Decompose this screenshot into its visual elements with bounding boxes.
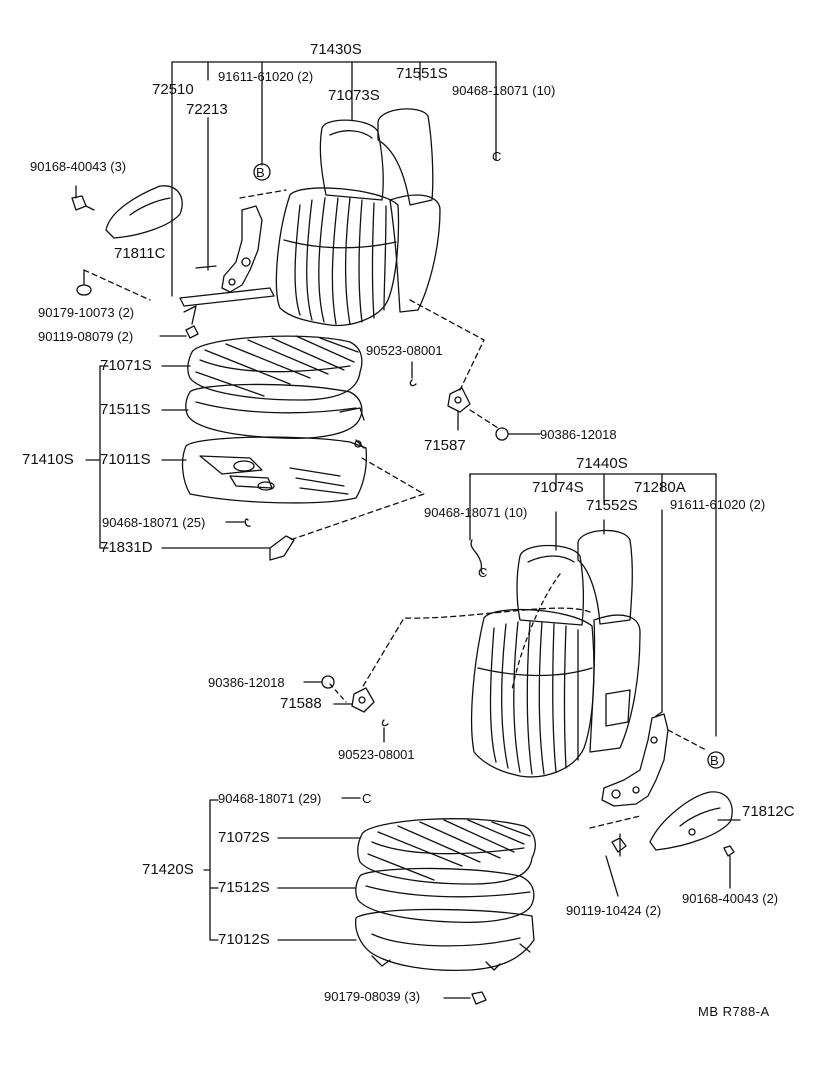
- marker-b-bottom: B: [710, 753, 719, 768]
- label-71073s: 71073S: [328, 87, 380, 104]
- label-90119-08079: 90119-08079 (2): [38, 329, 134, 344]
- label-71831d: 71831D: [100, 539, 153, 556]
- marker-b-circle-bottom: [707, 751, 725, 769]
- bracket-71430s: [171, 61, 497, 297]
- knob-71812c: [649, 791, 741, 889]
- label-90468-10-mid: 90468-18071 (10): [424, 505, 528, 520]
- label-91611-mid: 91611-61020 (2): [670, 497, 766, 512]
- label-71011s: 71011S: [100, 451, 151, 468]
- bracket-71588: [303, 675, 389, 743]
- label-90386-right: 90386-12018: [540, 427, 617, 442]
- fastener-bottom: [443, 991, 487, 1005]
- label-71587: 71587: [424, 437, 466, 454]
- seat-cushion-right: [354, 818, 536, 971]
- label-72213: 72213: [186, 101, 228, 118]
- label-71588: 71588: [280, 695, 322, 712]
- label-71552s: 71552S: [586, 497, 638, 514]
- label-91611-top: 91611-61020 (2): [218, 69, 314, 84]
- label-71012s: 71012S: [218, 931, 270, 948]
- seat-back-lower: [470, 529, 641, 778]
- label-90179-10073: 90179-10073 (2): [38, 305, 135, 320]
- bracket-71440s: [469, 473, 717, 737]
- label-71072s: 71072S: [218, 829, 270, 846]
- label-90523-bottom: 90523-08001: [338, 747, 415, 762]
- label-90179-08039: 90179-08039 (3): [324, 989, 421, 1004]
- label-71430s: 71430S: [310, 41, 362, 58]
- leader-71280a: [655, 711, 663, 717]
- label-71511s: 71511S: [100, 401, 151, 418]
- label-72510: 72510: [152, 81, 194, 98]
- diagram-code: MB R788-A: [698, 1004, 770, 1019]
- label-90386-left: 90386-12018: [208, 675, 285, 690]
- label-90523-top: 90523-08001: [366, 343, 443, 358]
- clip-c-bottom: C: [362, 791, 372, 806]
- label-71811c: 71811C: [114, 245, 166, 262]
- clip-c-top: C: [492, 149, 502, 164]
- label-71074s: 71074S: [532, 479, 584, 496]
- recliner-lower-right: [589, 713, 707, 857]
- seat-cushion-left: [181, 335, 425, 541]
- bracket-71420s: [203, 797, 361, 941]
- leader-90119-10424: [605, 855, 619, 897]
- dash-71588: [361, 607, 591, 689]
- seat-back-upper: [275, 108, 441, 327]
- label-71280a: 71280A: [634, 479, 686, 496]
- label-71440s: 71440S: [576, 455, 628, 472]
- marker-b-top: B: [256, 165, 265, 180]
- clip-c-mid: C: [478, 565, 488, 580]
- label-71812c: 71812C: [742, 803, 795, 820]
- label-90468-29: 90468-18071 (29): [218, 791, 322, 806]
- label-90168-left: 90168-40043 (3): [30, 159, 127, 174]
- knob-71811c: [71, 185, 183, 239]
- marker-b-circle-top: [253, 163, 271, 181]
- recliner-upper-left: [179, 189, 287, 325]
- label-71512s: 71512S: [218, 879, 270, 896]
- dash-71587: [409, 299, 485, 391]
- fasteners-left: [76, 269, 199, 339]
- label-90119-10424: 90119-10424 (2): [566, 903, 662, 918]
- label-90468-25: 90468-18071 (25): [102, 515, 206, 530]
- label-71410s: 71410S: [22, 451, 74, 468]
- label-71071s: 71071S: [100, 357, 152, 374]
- label-71551s: 71551S: [396, 65, 448, 82]
- label-90168-right: 90168-40043 (2): [682, 891, 779, 906]
- bracket-71587: [409, 361, 541, 441]
- bracket-71410s: [85, 365, 295, 561]
- label-71420s: 71420S: [142, 861, 194, 878]
- label-90468-10-top: 90468-18071 (10): [452, 83, 556, 98]
